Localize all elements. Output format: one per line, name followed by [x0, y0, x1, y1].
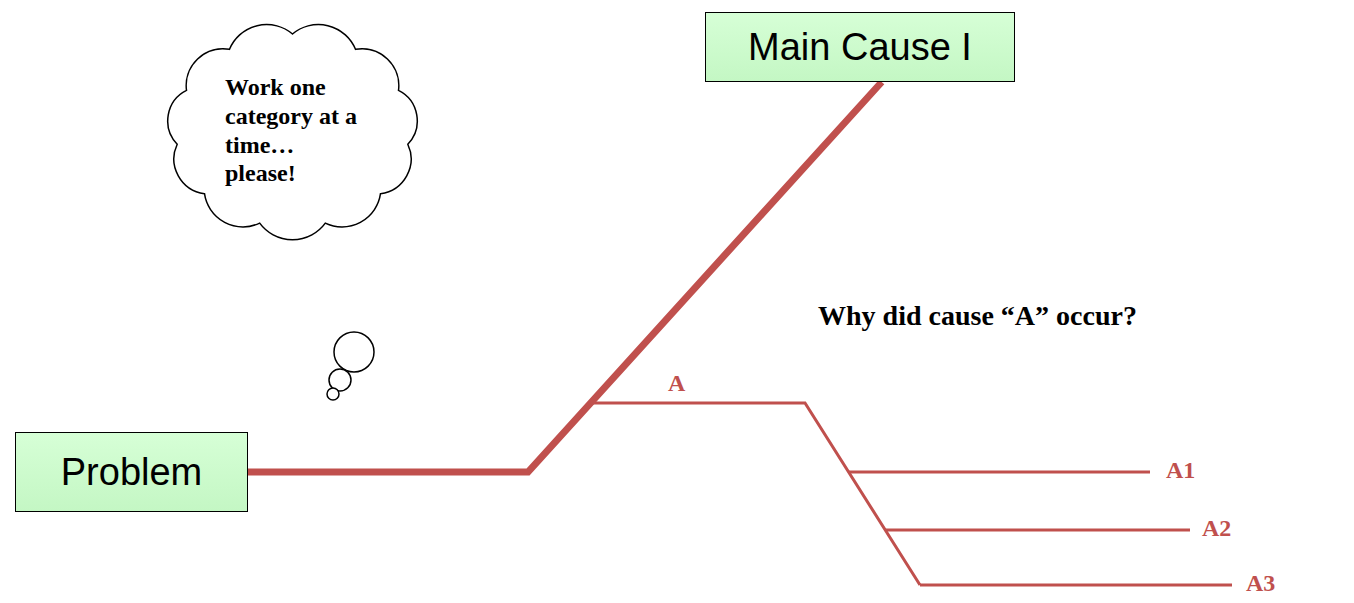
sub-cause-label: A2 [1202, 515, 1231, 542]
question-note: Why did cause “A” occur? [818, 300, 1137, 332]
cause-label: A [668, 370, 685, 397]
thought-cloud: Work one category at a time… please! [160, 18, 425, 243]
problem-box: Problem [15, 432, 248, 512]
sub-cause-branch [920, 584, 1232, 587]
cloud-outline [160, 18, 425, 243]
box-label: Main Cause I [748, 26, 972, 69]
cause-branch [592, 403, 920, 585]
main-cause-box: Main Cause I [705, 12, 1015, 82]
sub-cause-label: A3 [1246, 570, 1275, 597]
sub-cause-branches [592, 403, 1232, 585]
thought-bubbles [327, 332, 374, 400]
cloud-text: Work one category at a time… please! [225, 73, 360, 188]
thought-bubble [334, 332, 374, 372]
cloud-outline-path [168, 25, 417, 240]
sub-cause-branch [848, 471, 1150, 474]
box-label: Problem [61, 451, 203, 494]
sub-cause-label: A1 [1166, 457, 1195, 484]
sub-cause-branch [885, 529, 1190, 532]
thought-bubble [327, 388, 339, 400]
